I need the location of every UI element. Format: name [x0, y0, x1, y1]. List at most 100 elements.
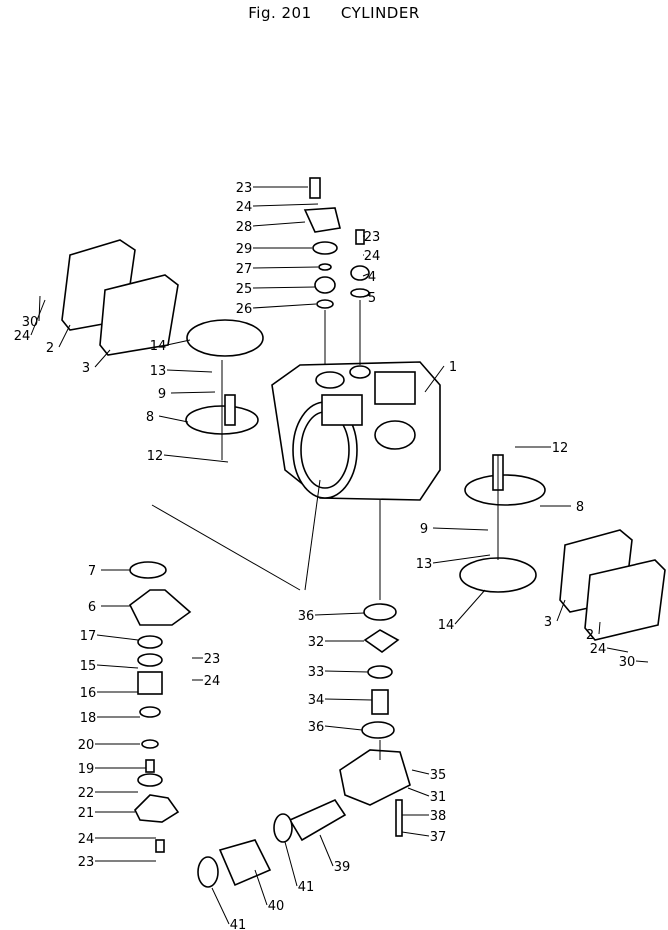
leader-line: [284, 841, 298, 887]
callout-7: 7: [88, 564, 96, 579]
callout-41: 41: [298, 880, 315, 895]
callout-3: 3: [544, 615, 552, 630]
callout-12: 12: [147, 449, 164, 464]
leader-line: [38, 295, 41, 322]
callout-36: 36: [298, 609, 315, 624]
callout-30: 30: [22, 315, 39, 330]
leader-line: [424, 365, 445, 393]
leader-line: [324, 698, 373, 701]
callout-24: 24: [236, 200, 253, 215]
callout-24: 24: [590, 642, 607, 657]
callout-33: 33: [308, 665, 325, 680]
leader-line: [252, 221, 306, 227]
leader-line: [598, 621, 601, 635]
callout-27: 27: [236, 262, 253, 277]
callout-34: 34: [308, 693, 325, 708]
assembly-axis-line: [304, 479, 321, 591]
leader-line: [252, 266, 319, 269]
callout-37: 37: [430, 830, 447, 845]
callout-13: 13: [416, 557, 433, 572]
callout-40: 40: [268, 899, 285, 914]
callout-23: 23: [204, 652, 221, 667]
callout-31: 31: [430, 790, 447, 805]
callout-17: 17: [80, 629, 97, 644]
right-cover: [559, 529, 666, 641]
callout-8: 8: [576, 500, 584, 515]
callout-39: 39: [334, 860, 351, 875]
leader-line: [362, 294, 371, 298]
callout-16: 16: [80, 686, 97, 701]
callout-23: 23: [236, 181, 253, 196]
callout-13: 13: [150, 364, 167, 379]
callout-28: 28: [236, 220, 253, 235]
callout-24: 24: [78, 832, 95, 847]
callout-24: 24: [14, 329, 31, 344]
callout-21: 21: [78, 806, 95, 821]
leader-line: [252, 286, 316, 289]
callout-19: 19: [78, 762, 95, 777]
figure-name: CYLINDER: [340, 4, 420, 22]
callout-22: 22: [78, 786, 95, 801]
leader-line: [407, 787, 430, 797]
leader-line: [432, 527, 489, 531]
callout-26: 26: [236, 302, 253, 317]
callout-2: 2: [586, 628, 594, 643]
leader-line: [454, 589, 486, 625]
callout-24: 24: [204, 674, 221, 689]
leader-line: [58, 324, 71, 348]
callout-23: 23: [364, 230, 381, 245]
leader-line: [96, 664, 139, 669]
leader-line: [94, 349, 111, 368]
callout-4: 4: [368, 270, 376, 285]
callout-14: 14: [438, 618, 455, 633]
callout-5: 5: [368, 291, 376, 306]
callout-9: 9: [158, 387, 166, 402]
leader-line: [158, 415, 189, 423]
callout-23: 23: [78, 855, 95, 870]
figure-title: Fig. 201 CYLINDER: [0, 4, 668, 22]
cylinder-body: [271, 361, 441, 501]
callout-20: 20: [78, 738, 95, 753]
leader-line: [163, 454, 229, 463]
leader-line: [635, 660, 649, 663]
callout-30: 30: [619, 655, 636, 670]
top-parts: [303, 177, 370, 309]
figure-number: Fig. 201: [248, 4, 312, 22]
callout-35: 35: [430, 768, 447, 783]
callout-9: 9: [420, 522, 428, 537]
leader-line: [314, 612, 365, 616]
callout-12: 12: [552, 441, 569, 456]
leader-line: [254, 869, 268, 906]
leader-line: [252, 203, 319, 207]
leader-line: [432, 554, 491, 564]
leader-line: [324, 670, 369, 673]
leader-line: [252, 303, 317, 309]
leader-line: [606, 647, 629, 653]
assembly-axis-line: [151, 504, 301, 591]
callout-24: 24: [364, 249, 381, 264]
leader-line: [556, 599, 566, 622]
left-assembly-parts: [128, 561, 192, 853]
callout-14: 14: [150, 339, 167, 354]
leader-line: [166, 369, 213, 373]
callout-labels: 2324282927252623244513024231413981212891…: [14, 181, 636, 930]
callout-1: 1: [449, 360, 457, 375]
callout-15: 15: [80, 659, 97, 674]
leader-line: [324, 725, 363, 731]
left-cover: [61, 239, 179, 356]
callout-2: 2: [46, 341, 54, 356]
leader-line: [362, 273, 369, 277]
leader-line: [411, 769, 430, 775]
leader-line: [96, 634, 139, 641]
callout-36: 36: [308, 720, 325, 735]
leader-line: [211, 887, 230, 925]
leader-line: [166, 339, 191, 346]
leader-line: [170, 391, 216, 394]
callout-32: 32: [308, 635, 325, 650]
leader-line: [319, 834, 334, 867]
callout-41: 41: [230, 918, 247, 930]
leader-line: [401, 831, 430, 837]
callout-3: 3: [82, 361, 90, 376]
callout-25: 25: [236, 282, 253, 297]
